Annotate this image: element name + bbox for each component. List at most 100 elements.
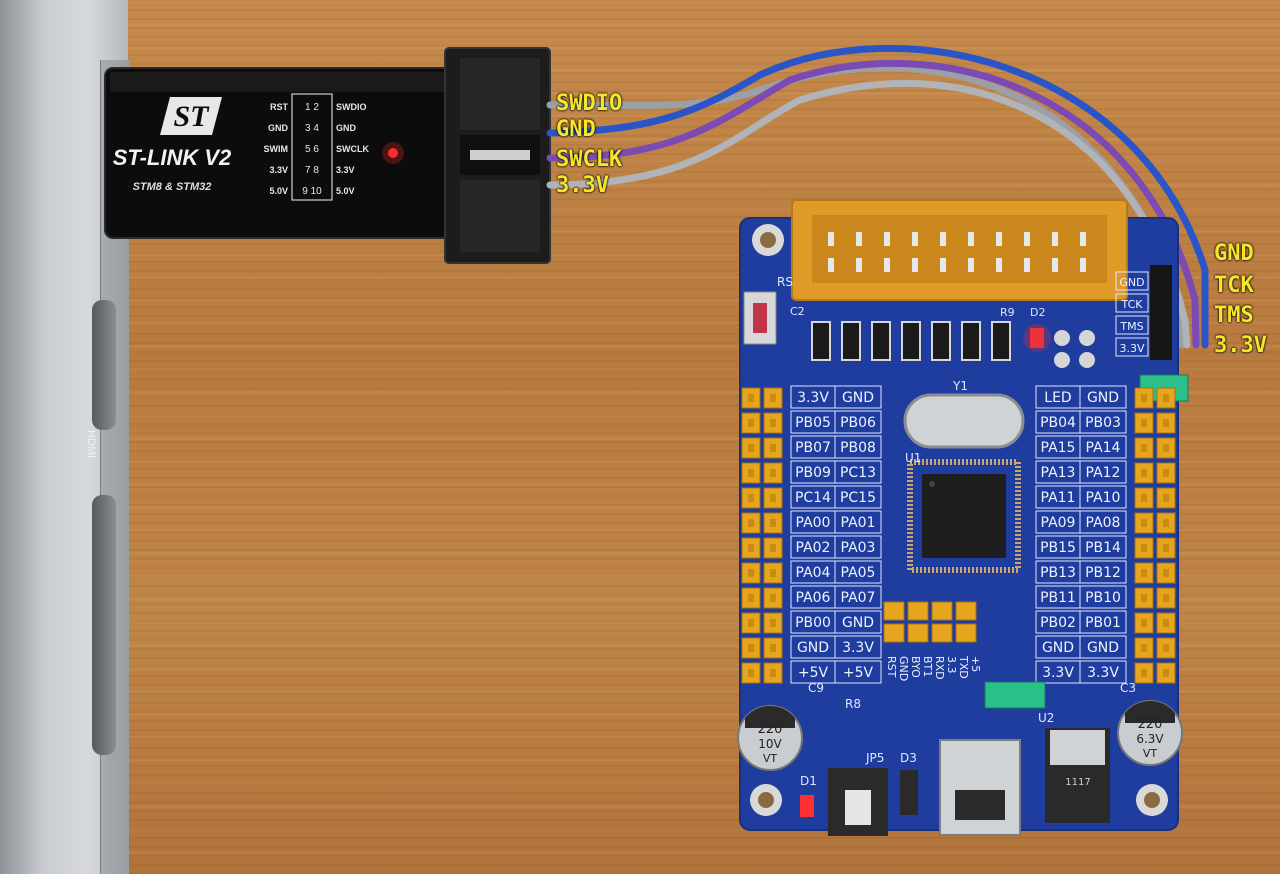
uart-header-pin (907, 623, 929, 643)
uart-header-pin (883, 623, 905, 643)
silk-cell (834, 435, 882, 459)
right-header-pin-hole (1141, 444, 1147, 452)
left-silk-label: PB06 (840, 415, 876, 431)
smd-resistor (961, 321, 981, 361)
left-header-pin-hole (770, 394, 776, 402)
left-header-pin-hole (770, 494, 776, 502)
right-silk-label: PA14 (1086, 440, 1121, 456)
cap-left-vt: VT (763, 752, 778, 765)
label-board-33v: 3.3V (1214, 333, 1267, 358)
silk-cell (1079, 485, 1127, 509)
right-silk-label: PA11 (1041, 490, 1076, 506)
sd-slot (92, 495, 116, 755)
left-silk-label: PB05 (795, 415, 831, 431)
silk-cell (834, 660, 882, 684)
c3-label: C3 (1120, 681, 1136, 695)
pinout-right-label: 3.3V (336, 165, 355, 175)
silk-cell (1079, 410, 1127, 434)
right-silk-label: LED (1044, 390, 1071, 406)
right-header-pin-hole (1163, 544, 1169, 552)
left-silk-label: PA02 (796, 540, 831, 556)
pinout-right-label: SWDIO (336, 102, 367, 112)
label-board-tms: TMS (1214, 303, 1254, 328)
silk-cell (1079, 660, 1127, 684)
d2-label: D2 (1030, 306, 1045, 319)
box-header-pin (940, 258, 946, 272)
jumper-wires (546, 44, 1209, 349)
cap-left-voltage: 10V (758, 737, 782, 751)
right-header-pin-hole (1163, 669, 1169, 677)
right-header-pin-hole (1163, 419, 1169, 427)
left-silk-label: PC14 (795, 490, 831, 506)
left-silk-label: PB00 (795, 615, 831, 631)
left-silk-label: PB07 (795, 440, 831, 456)
label-swdio: SWDIO (556, 91, 623, 116)
left-silk-label: PA01 (841, 515, 876, 531)
box-header-pin (912, 232, 918, 246)
regulator-marking: 1117 (1065, 777, 1090, 788)
uart-header-pin (883, 601, 905, 621)
pinout-pin-numbers: 1 2 (305, 102, 319, 113)
right-silk-label: PB15 (1040, 540, 1076, 556)
left-header-pin-hole (770, 644, 776, 652)
product-subtitle: STM8 & STM32 (133, 181, 212, 193)
left-silk-label: PA07 (841, 590, 876, 606)
uart-jumper (984, 681, 1046, 709)
r9-label: R9 (1000, 306, 1015, 319)
right-header-pin-hole (1163, 619, 1169, 627)
box-header-pin (912, 258, 918, 272)
cap-left-value: 220 (758, 722, 783, 737)
left-header-pin-hole (770, 569, 776, 577)
silk-cell (1079, 385, 1127, 409)
box-header-pin (1024, 232, 1030, 246)
right-header-pin-hole (1141, 469, 1147, 477)
pinout-right-label: SWCLK (336, 144, 369, 154)
silk-cell (834, 610, 882, 634)
right-header-pin-hole (1141, 669, 1147, 677)
smd-resistor (841, 321, 861, 361)
uart-silk-label: BT1 (921, 656, 934, 677)
left-silk-label: PC15 (840, 490, 876, 506)
box-header-pin (968, 232, 974, 246)
d3-label: D3 (900, 751, 917, 765)
left-header-pin-hole (748, 394, 754, 402)
box-header-pin (828, 232, 834, 246)
box-header-pin (1052, 258, 1058, 272)
uart-silk-label: RST (885, 656, 898, 678)
swd-silk-box (1115, 337, 1149, 357)
left-header-pin-hole (748, 494, 754, 502)
left-header-pin-hole (748, 669, 754, 677)
left-silk-label: GND (842, 615, 874, 631)
left-silk-label: PA05 (841, 565, 876, 581)
box-header-pin (1024, 258, 1030, 272)
pinout-box (291, 93, 333, 201)
box-header-pin (828, 258, 834, 272)
right-silk-label: PB13 (1040, 565, 1076, 581)
uart-header-pin (955, 623, 977, 643)
uart-header-pin (931, 623, 953, 643)
right-silk-label: PB03 (1085, 415, 1121, 431)
silk-cell (834, 510, 882, 534)
pinout-right-label: GND (336, 123, 357, 133)
right-silk-label: PA13 (1041, 465, 1076, 481)
d1-label: D1 (800, 774, 817, 788)
cap-right-value: 220 (1138, 717, 1163, 732)
pinout-left-label: 5.0V (269, 186, 288, 196)
st-logo-icon (160, 97, 222, 135)
box-header-pin (884, 258, 890, 272)
product-name: ST-LINK V2 (113, 145, 232, 170)
box-header-pin (968, 258, 974, 272)
left-silk-label: GND (797, 640, 829, 656)
c9-label: C9 (808, 681, 824, 695)
cap-right (1117, 700, 1183, 766)
pinout-pin-numbers: 7 8 (305, 165, 319, 176)
right-silk-label: PA08 (1086, 515, 1121, 531)
silk-cell (834, 385, 882, 409)
right-silk-label: GND (1042, 640, 1074, 656)
left-silk-label: PB08 (840, 440, 876, 456)
uart-header-pin (907, 601, 929, 621)
left-silk-label: 3.3V (842, 640, 874, 656)
